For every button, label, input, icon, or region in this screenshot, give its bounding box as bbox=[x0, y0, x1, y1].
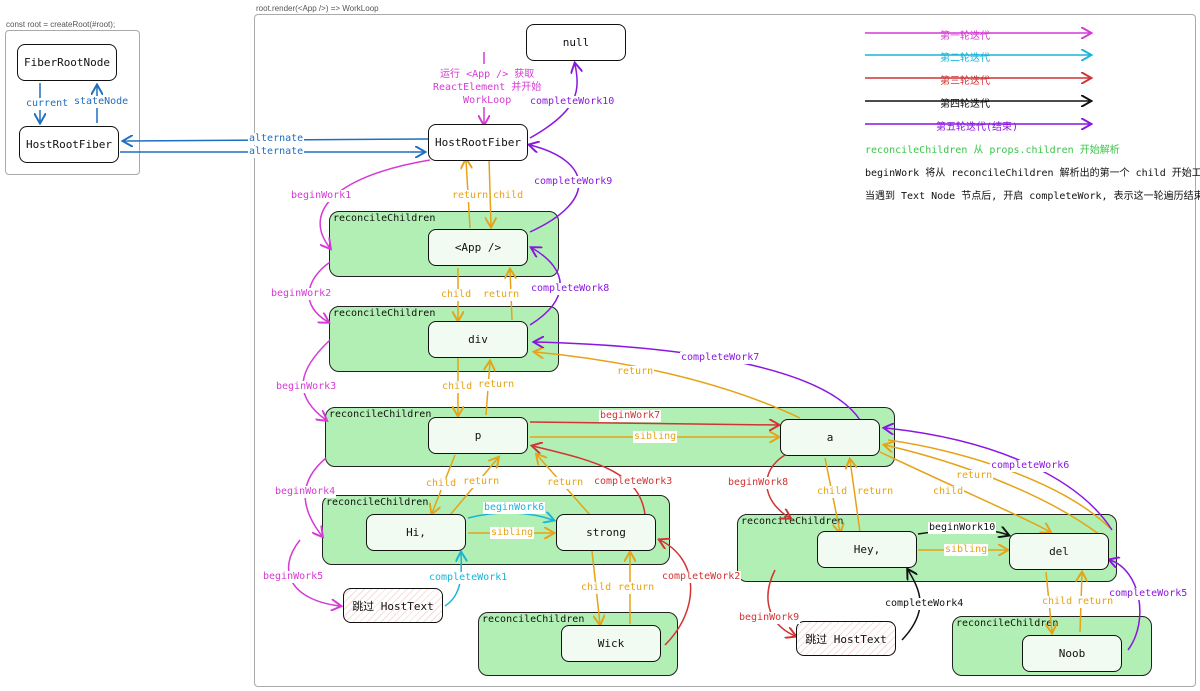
begin-work-1-label: beginWork1 bbox=[290, 190, 353, 202]
host-root-fiber-left: HostRootFiber bbox=[19, 126, 119, 163]
return-hey-a bbox=[850, 460, 861, 533]
return-del-a-2 bbox=[887, 439, 1111, 529]
hi-node: Hi, bbox=[366, 514, 466, 551]
reconcile-children-label: reconcileChildren bbox=[333, 213, 436, 224]
complete-work-10-label: completeWork10 bbox=[529, 96, 616, 108]
null-node: null bbox=[526, 24, 626, 61]
reconcile-children-label: reconcileChildren bbox=[482, 614, 585, 625]
complete-work-6-label: completeWork6 bbox=[990, 460, 1071, 472]
begin-work-7-label: beginWork7 bbox=[599, 410, 662, 422]
legend-round-2: 第二轮迭代 bbox=[940, 53, 990, 64]
return-label: return bbox=[462, 476, 501, 488]
complete-work-3-arrow bbox=[533, 446, 646, 516]
legend-round-1: 第一轮迭代 bbox=[940, 31, 990, 42]
complete-work-9-label: completeWork9 bbox=[533, 176, 614, 188]
reconcile-children-hey-del: reconcileChildren bbox=[737, 514, 1117, 582]
current-label: current bbox=[25, 98, 70, 110]
begin-work-1-arrow bbox=[319, 159, 431, 248]
begin-work-3-label: beginWork3 bbox=[275, 381, 338, 393]
legend-round-5: 第五轮迭代(结束) bbox=[936, 122, 1019, 133]
fiber-root-node: FiberRootNode bbox=[17, 44, 117, 81]
p-node: p bbox=[428, 417, 528, 454]
wick-node: Wick bbox=[561, 625, 661, 662]
complete-work-5-label: completeWork5 bbox=[1108, 588, 1189, 600]
begin-work-8-label: beginWork8 bbox=[727, 477, 790, 489]
legend-round-4: 第四轮迭代 bbox=[940, 99, 990, 110]
begin-work-2-label: beginWork2 bbox=[270, 288, 333, 300]
child-label: child bbox=[441, 381, 474, 393]
complete-work-3-label: completeWork3 bbox=[593, 476, 674, 488]
begin-work-7-arrow bbox=[529, 422, 778, 425]
return-del-a bbox=[885, 445, 1101, 536]
child-label: child bbox=[932, 486, 965, 498]
child-label: child bbox=[816, 486, 849, 498]
child-label: child bbox=[492, 190, 525, 202]
return-label: return bbox=[482, 289, 521, 301]
noob-node: Noob bbox=[1022, 635, 1122, 672]
host-root-fiber: HostRootFiber bbox=[428, 124, 528, 161]
begin-work-6-label: beginWork6 bbox=[483, 502, 546, 514]
return-label: return bbox=[616, 366, 655, 378]
skip-host-text-1: 跳过 HostText bbox=[343, 588, 443, 623]
div-node: div bbox=[428, 321, 528, 358]
legend-note-begin-work: beginWork 将从 reconcileChildren 解析出的第一个 c… bbox=[865, 168, 1200, 179]
child-host-app bbox=[489, 157, 491, 226]
reconcile-children-label: reconcileChildren bbox=[326, 497, 429, 508]
reconcile-children-label: reconcileChildren bbox=[741, 516, 844, 527]
del-node: del bbox=[1009, 533, 1109, 570]
run-note-label: 运行 <App /> 获取 ReactElement 并开始 WorkLoop bbox=[432, 68, 543, 107]
skip-host-text-2: 跳过 HostText bbox=[796, 621, 896, 656]
complete-work-1-label: completeWork1 bbox=[428, 572, 509, 584]
child-label: child bbox=[580, 582, 613, 594]
legend-note-complete-work: 当遇到 Text Node 节点后, 开启 completeWork, 表示这一… bbox=[865, 191, 1200, 202]
child-a-del bbox=[879, 451, 1050, 532]
child-label: child bbox=[440, 289, 473, 301]
return-a-div bbox=[535, 352, 801, 419]
complete-work-7-label: completeWork7 bbox=[680, 352, 761, 364]
hey-node: Hey, bbox=[817, 531, 917, 568]
return-label: return bbox=[451, 190, 490, 202]
return-label: return bbox=[856, 486, 895, 498]
begin-work-10-label: beginWork10 bbox=[928, 522, 997, 534]
reconcile-children-label: reconcileChildren bbox=[333, 308, 436, 319]
sibling-label: sibling bbox=[633, 431, 678, 443]
begin-work-5-label: beginWork5 bbox=[262, 571, 325, 583]
sibling-label: sibling bbox=[490, 527, 535, 539]
legend-round-3: 第三轮迭代 bbox=[940, 76, 990, 87]
left-frame-label: const root = createRoot(#root); bbox=[6, 20, 116, 29]
legend-note-reconcile: reconcileChildren 从 props.children 开始解析 bbox=[865, 145, 1120, 156]
state-node-label: stateNode bbox=[73, 96, 130, 108]
right-frame-label: root.render(<App />) => WorkLoop bbox=[256, 4, 379, 13]
reconcile-children-label: reconcileChildren bbox=[956, 618, 1059, 629]
begin-work-9-arrow bbox=[767, 569, 795, 636]
complete-work-4-label: completeWork4 bbox=[884, 598, 965, 610]
begin-work-3-arrow bbox=[302, 339, 331, 420]
return-label: return bbox=[617, 582, 656, 594]
return-label: return bbox=[955, 470, 994, 482]
complete-work-8-label: completeWork8 bbox=[530, 283, 611, 295]
sibling-label: sibling bbox=[944, 544, 989, 556]
return-label: return bbox=[477, 379, 516, 391]
child-label: child bbox=[1041, 596, 1074, 608]
app-node: <App /> bbox=[428, 229, 528, 266]
complete-work-6-arrow bbox=[885, 428, 1113, 531]
return-label: return bbox=[546, 477, 585, 489]
strong-node: strong bbox=[556, 514, 656, 551]
child-label: child bbox=[425, 478, 458, 490]
complete-work-2-arrow bbox=[660, 540, 692, 646]
return-label: return bbox=[1076, 596, 1115, 608]
complete-work-2-label: completeWork2 bbox=[661, 571, 742, 583]
begin-work-9-label: beginWork9 bbox=[738, 612, 801, 624]
a-node: a bbox=[780, 419, 880, 456]
begin-work-4-label: beginWork4 bbox=[274, 486, 337, 498]
reconcile-children-label: reconcileChildren bbox=[329, 409, 432, 420]
alternate-label-2: alternate bbox=[248, 146, 305, 158]
complete-work-9-arrow bbox=[530, 145, 580, 233]
alternate-label-1: alternate bbox=[248, 133, 305, 145]
